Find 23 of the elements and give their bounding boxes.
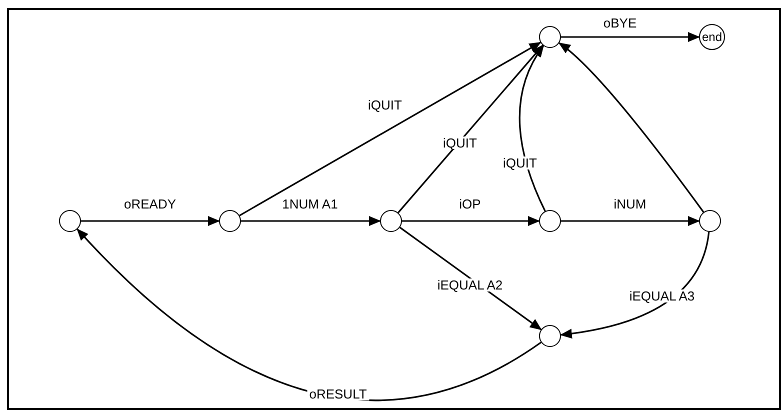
edge-label: 1NUM A1 bbox=[280, 198, 340, 210]
edge-label: oBYE bbox=[601, 16, 639, 30]
arrow bbox=[398, 44, 544, 214]
arrow bbox=[81, 216, 220, 226]
arrow bbox=[402, 216, 540, 226]
arrow bbox=[518, 44, 546, 212]
arrow bbox=[241, 216, 381, 226]
edge-label: iQUIT bbox=[501, 156, 539, 170]
arrow bbox=[560, 232, 710, 338]
edge-label: iQUIT bbox=[366, 98, 404, 112]
edge-label: oREADY bbox=[122, 198, 178, 210]
arrow bbox=[558, 42, 704, 213]
edge-label: iNUM bbox=[612, 198, 648, 210]
edge-label: iQUIT bbox=[441, 136, 479, 150]
arrow bbox=[76, 228, 542, 401]
edge-label: oRESULT bbox=[307, 388, 369, 400]
edge-label: iEQUAL A3 bbox=[627, 290, 697, 302]
arrow bbox=[561, 32, 700, 42]
edge-label: iOP bbox=[457, 198, 483, 210]
arrow bbox=[399, 226, 542, 330]
arrow bbox=[239, 42, 542, 216]
arrow bbox=[561, 216, 700, 226]
edge-label: iEQUAL A2 bbox=[435, 278, 505, 292]
